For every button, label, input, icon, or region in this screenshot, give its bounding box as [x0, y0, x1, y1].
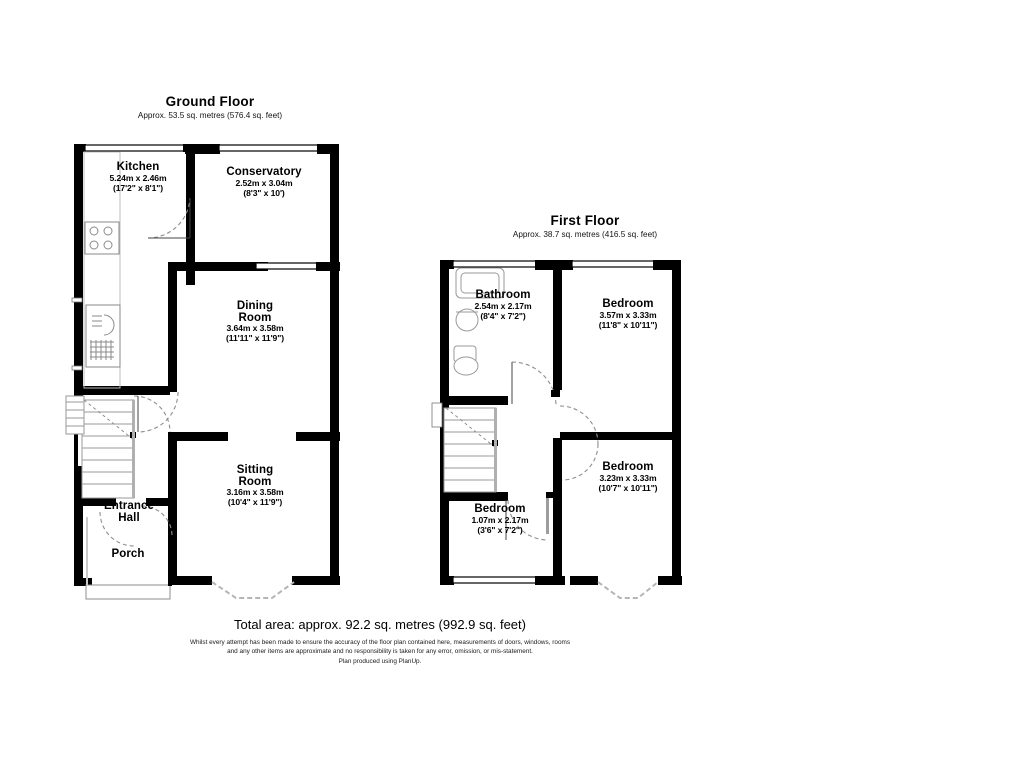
entrance-hall-name-line1: Entrance — [103, 500, 154, 512]
entrance-hall-name-line2: Hall — [118, 512, 140, 525]
conservatory-name: Conservatory — [226, 166, 302, 178]
room-label-porch: Porch — [80, 548, 176, 561]
room-label-sitting-room: Sitting Room 3.16m x 3.58m (10'4" x 11'9… — [193, 464, 317, 507]
bathroom-metric: 2.54m x 2.17m — [474, 300, 532, 311]
ground-floor-group: Ground Floor Approx. 53.5 sq. metres (57… — [0, 0, 420, 620]
total-area-text: Total area: approx. 92.2 sq. metres (992… — [234, 617, 526, 632]
dining-name-line1: Dining — [236, 300, 274, 312]
disclaimer-line-1: Whilst every attempt has been made to en… — [189, 639, 571, 646]
bedroom-3-name: Bedroom — [474, 503, 526, 515]
bedroom-1-metric: 3.57m x 3.33m — [599, 309, 657, 320]
ground-floor-title: Ground Floor — [165, 94, 255, 109]
bedroom-2-imperial: (10'7" x 10'11") — [598, 482, 658, 493]
sitting-imperial: (10'4" x 11'9") — [227, 496, 283, 507]
ground-floor-subtitle: Approx. 53.5 sq. metres (576.4 sq. feet) — [137, 111, 283, 120]
room-label-bedroom-2: Bedroom 3.23m x 3.33m (10'7" x 10'11") — [566, 461, 690, 493]
room-label-kitchen: Kitchen 5.24m x 2.46m (17'2" x 8'1") — [78, 161, 198, 193]
porch-name: Porch — [111, 548, 145, 560]
ground-floor-walls — [65, 144, 340, 600]
first-floor-title: First Floor — [550, 213, 620, 228]
room-label-dining-room: Dining Room 3.64m x 3.58m (11'11" x 11'9… — [193, 300, 317, 343]
room-label-bathroom: Bathroom 2.54m x 2.17m (8'4" x 7'2") — [442, 289, 564, 321]
bathroom-imperial: (8'4" x 7'2") — [480, 310, 526, 321]
room-label-bedroom-3: Bedroom 1.07m x 2.17m (3'6" x 7'2") — [440, 503, 560, 535]
disclaimer-line-3: Plan produced using PlanUp. — [338, 657, 422, 665]
disclaimer-line-2: and any other items are approximate and … — [227, 648, 533, 656]
bedroom-1-name: Bedroom — [602, 298, 654, 310]
sitting-name-line1: Sitting — [236, 464, 274, 476]
sitting-name-line2: Room — [238, 476, 272, 489]
bathroom-name: Bathroom — [475, 289, 531, 301]
conservatory-metric: 2.52m x 3.04m — [235, 177, 293, 188]
footer-block: Total area: approx. 92.2 sq. metres (992… — [0, 617, 1024, 666]
dining-imperial: (11'11" x 11'9") — [226, 332, 284, 343]
kitchen-metric: 5.24m x 2.46m — [109, 172, 167, 183]
bedroom-2-name: Bedroom — [602, 461, 654, 473]
bedroom-1-imperial: (11'8" x 10'11") — [598, 319, 658, 330]
first-floor-subtitle: Approx. 38.7 sq. metres (416.5 sq. feet) — [512, 230, 658, 239]
kitchen-name: Kitchen — [116, 161, 160, 173]
bedroom-3-imperial: (3'6" x 7'2") — [477, 524, 523, 535]
dining-metric: 3.64m x 3.58m — [226, 323, 284, 334]
bedroom-2-metric: 3.23m x 3.33m — [599, 472, 657, 483]
conservatory-imperial: (8'3" x 10') — [243, 187, 285, 198]
room-label-bedroom-1: Bedroom 3.57m x 3.33m (11'8" x 10'11") — [566, 298, 690, 330]
room-label-entrance-hall: Entrance Hall — [76, 500, 182, 524]
first-floor-walls — [431, 260, 682, 599]
first-floor-group: First Floor Approx. 38.7 sq. metres (416… — [420, 0, 740, 620]
kitchen-imperial: (17'2" x 8'1") — [112, 182, 163, 193]
bedroom-3-metric: 1.07m x 2.17m — [471, 514, 529, 525]
room-label-conservatory: Conservatory 2.52m x 3.04m (8'3" x 10') — [200, 166, 328, 198]
dining-name-line2: Room — [238, 312, 272, 325]
sitting-metric: 3.16m x 3.58m — [226, 487, 284, 498]
